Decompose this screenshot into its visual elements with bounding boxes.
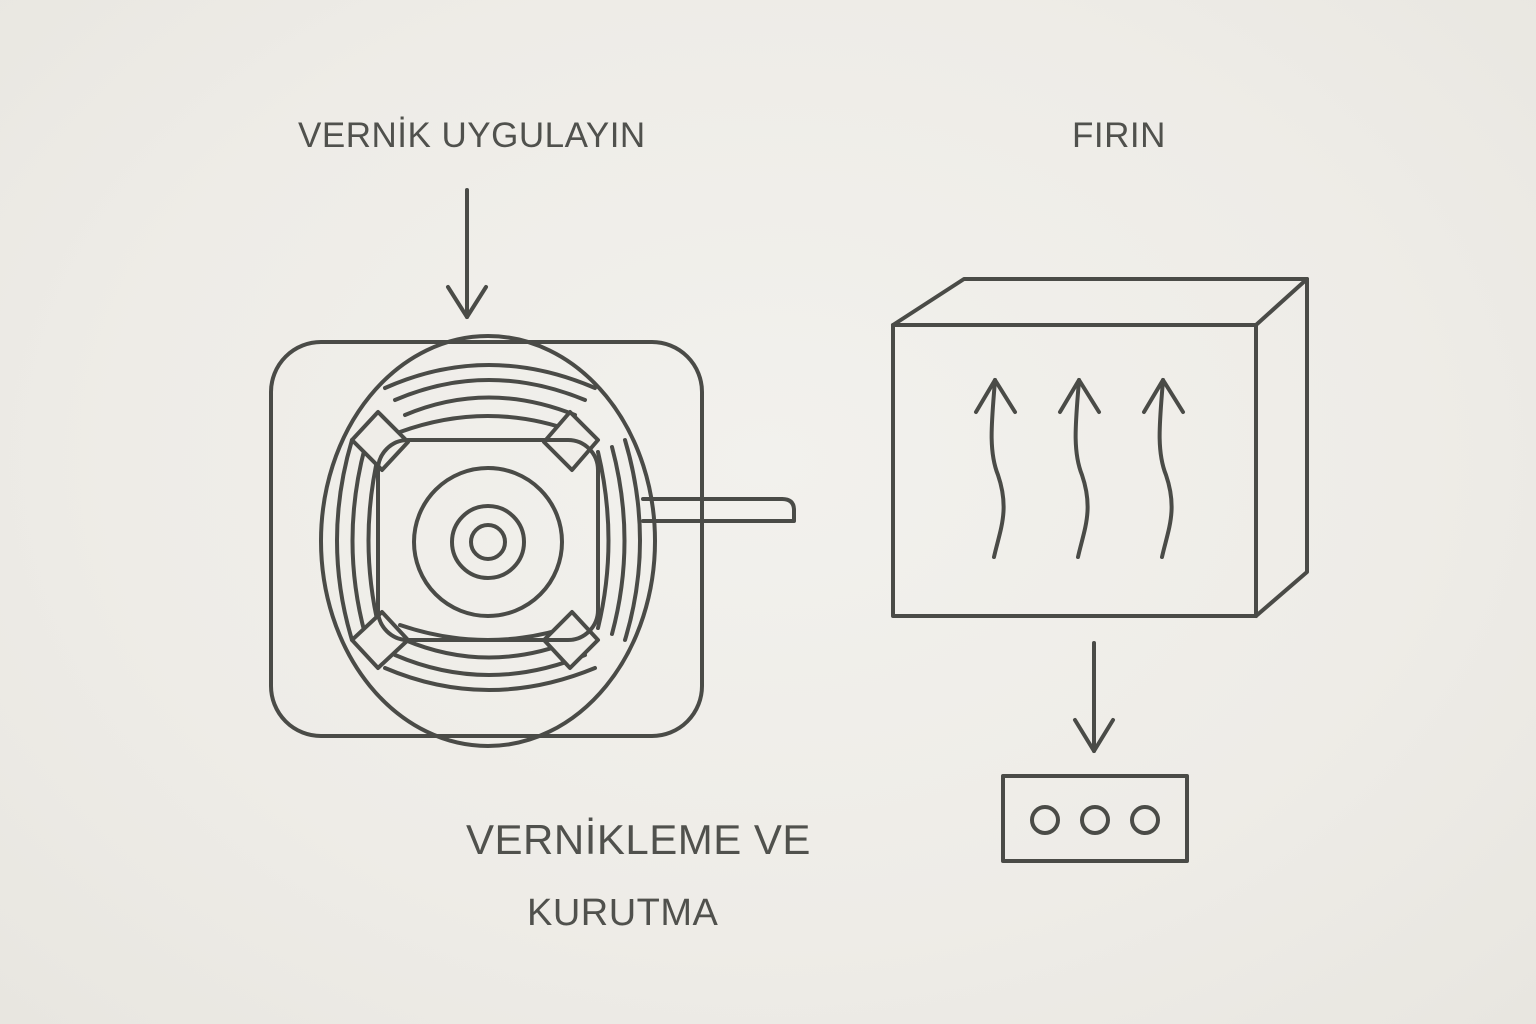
oven-side bbox=[1254, 277, 1309, 618]
arrow-down-icon bbox=[1073, 641, 1115, 753]
oven-label: FIRIN bbox=[1072, 116, 1166, 155]
diagram-title-line1: VERNİKLEME VE bbox=[466, 816, 811, 863]
heat-arrow-icon bbox=[1058, 378, 1101, 559]
finished-unit-icon bbox=[1001, 774, 1189, 863]
arrow-down-icon bbox=[446, 188, 488, 319]
unit-body bbox=[1001, 774, 1189, 863]
stator-outline bbox=[319, 334, 657, 748]
oven-front bbox=[891, 323, 1258, 618]
rotor-hub bbox=[469, 523, 507, 561]
rotor-middle bbox=[450, 504, 526, 580]
motor-shaft bbox=[641, 497, 796, 523]
motor-frame bbox=[269, 340, 704, 738]
oven-top bbox=[891, 277, 1309, 327]
stator-core bbox=[376, 438, 600, 642]
apply-varnish-label: VERNİK UYGULAYIN bbox=[298, 116, 646, 155]
diagram-title-line2: KURUTMA bbox=[527, 892, 719, 934]
winding-top bbox=[383, 363, 597, 434]
winding-right bbox=[596, 438, 642, 642]
winding-left bbox=[335, 438, 381, 642]
unit-knob bbox=[1080, 805, 1110, 835]
heat-arrow-icon bbox=[1142, 378, 1185, 559]
unit-knob bbox=[1030, 805, 1060, 835]
oven-box-icon bbox=[891, 277, 1309, 618]
heat-arrow-icon bbox=[974, 378, 1017, 559]
rotor-outer bbox=[412, 466, 564, 618]
motor-winding-icon bbox=[269, 334, 796, 748]
unit-knob bbox=[1130, 805, 1160, 835]
